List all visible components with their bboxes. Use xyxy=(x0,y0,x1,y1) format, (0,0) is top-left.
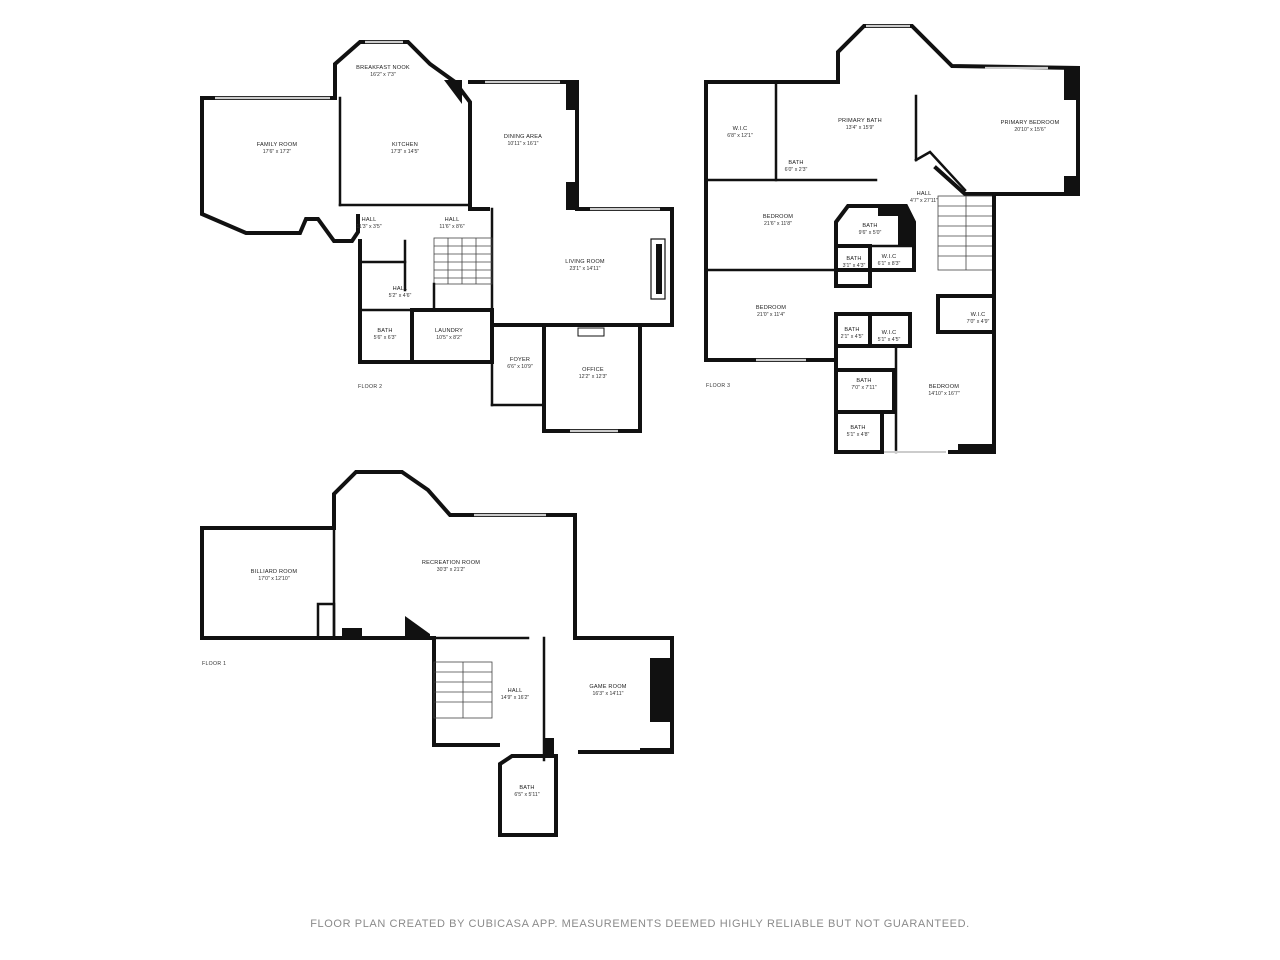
floor-1-plan xyxy=(200,470,674,837)
room-dimensions: 3'1" x 4'3" xyxy=(843,263,866,269)
room-name: OFFICE xyxy=(582,367,604,373)
room-dimensions: 2'1" x 4'5" xyxy=(841,334,864,340)
room-dimensions: 13'4" x 15'9" xyxy=(846,125,875,131)
room-name: BATH xyxy=(850,425,865,431)
room-dimensions: 12'2" x 12'3" xyxy=(579,374,608,380)
floor-label: FLOOR 3 xyxy=(706,383,730,389)
room-dimensions: 21'0" x 11'4" xyxy=(757,312,785,318)
room-name: W.I.C xyxy=(882,330,897,336)
room-dimensions: 11'6" x 8'6" xyxy=(439,224,464,230)
room-dimensions: 6'6" x 10'9" xyxy=(507,364,533,370)
floor-label: FLOOR 2 xyxy=(358,384,382,390)
room-dimensions: 16'3" x 14'11" xyxy=(593,691,624,697)
room-dimensions: 11'3" x 3'5" xyxy=(356,224,381,230)
room-name: PRIMARY BATH xyxy=(838,118,882,124)
room-name: BEDROOM xyxy=(929,384,959,390)
room-name: BREAKFAST NOOK xyxy=(356,65,410,71)
room-dimensions: 14'9" x 16'2" xyxy=(501,695,530,701)
room-dimensions: 23'1" x 14'11" xyxy=(570,266,601,272)
room-dimensions: 30'3" x 21'2" xyxy=(437,567,466,573)
room-dimensions: 5'6" x 6'3" xyxy=(374,335,397,341)
room-dimensions: 5'1" x 4'5" xyxy=(878,337,901,343)
room-name: BATH xyxy=(862,223,877,229)
room-name: PRIMARY BEDROOM xyxy=(1001,120,1060,126)
room-name: HALL xyxy=(362,217,377,223)
room-name: KITCHEN xyxy=(392,142,418,148)
room-dimensions: 17'6" x 17'2" xyxy=(263,149,292,155)
room-dimensions: 6'8" x 12'1" xyxy=(727,133,753,139)
room-dimensions: 7'0" x 4'9" xyxy=(967,319,990,325)
room-name: FAMILY ROOM xyxy=(257,142,298,148)
room-dimensions: 6'0" x 2'3" xyxy=(785,167,808,173)
room-dimensions: 6'5" x 5'11" xyxy=(514,792,539,798)
room-dimensions: 5'1" x 4'8" xyxy=(847,432,870,438)
room-dimensions: 21'6" x 11'8" xyxy=(764,221,792,227)
room-name: BEDROOM xyxy=(756,305,786,311)
room-name: FOYER xyxy=(510,357,530,363)
room-name: BATH xyxy=(856,378,871,384)
room-dimensions: 4'7" x 27'11" xyxy=(910,198,938,204)
room-name: BATH xyxy=(846,256,861,262)
floor-2-plan xyxy=(200,40,674,433)
room-dimensions: 9'6" x 5'0" xyxy=(859,230,882,236)
room-dimensions: 16'2" x 7'3" xyxy=(370,72,396,78)
room-dimensions: 7'0" x 7'11" xyxy=(851,385,876,391)
room-name: LIVING ROOM xyxy=(565,259,605,265)
floor-label: FLOOR 1 xyxy=(202,661,226,667)
room-name: RECREATION ROOM xyxy=(422,560,480,566)
room-name: BEDROOM xyxy=(763,214,793,220)
room-name: HALL xyxy=(393,286,408,292)
room-dimensions: 17'0" x 12'10" xyxy=(258,576,289,582)
room-name: HALL xyxy=(445,217,460,223)
room-name: W.I.C xyxy=(971,312,986,318)
room-dimensions: 17'3" x 14'5" xyxy=(391,149,420,155)
room-name: GAME ROOM xyxy=(589,684,626,690)
room-name: W.I.C xyxy=(733,126,748,132)
room-name: HALL xyxy=(508,688,523,694)
room-name: DINING AREA xyxy=(504,134,542,140)
footer-note: FLOOR PLAN CREATED BY CUBICASA APP. MEAS… xyxy=(310,918,970,930)
floor-3-plan xyxy=(704,24,1080,454)
room-name: BATH xyxy=(844,327,859,333)
room-name: BATH xyxy=(788,160,803,166)
room-dimensions: 6'1" x 8'3" xyxy=(878,261,901,267)
room-dimensions: 10'11" x 16'1" xyxy=(508,141,539,147)
room-name: BATH xyxy=(519,785,534,791)
room-name: HALL xyxy=(917,191,932,197)
room-dimensions: 20'10" x 15'6" xyxy=(1014,127,1045,133)
room-name: BILLIARD ROOM xyxy=(251,569,298,575)
room-name: BATH xyxy=(377,328,392,334)
room-dimensions: 5'2" x 4'6" xyxy=(389,293,412,299)
room-dimensions: 10'5" x 8'2" xyxy=(436,335,462,341)
room-dimensions: 14'10" x 16'7" xyxy=(928,391,959,397)
room-name: W.I.C xyxy=(882,254,897,260)
room-name: LAUNDRY xyxy=(435,328,463,334)
